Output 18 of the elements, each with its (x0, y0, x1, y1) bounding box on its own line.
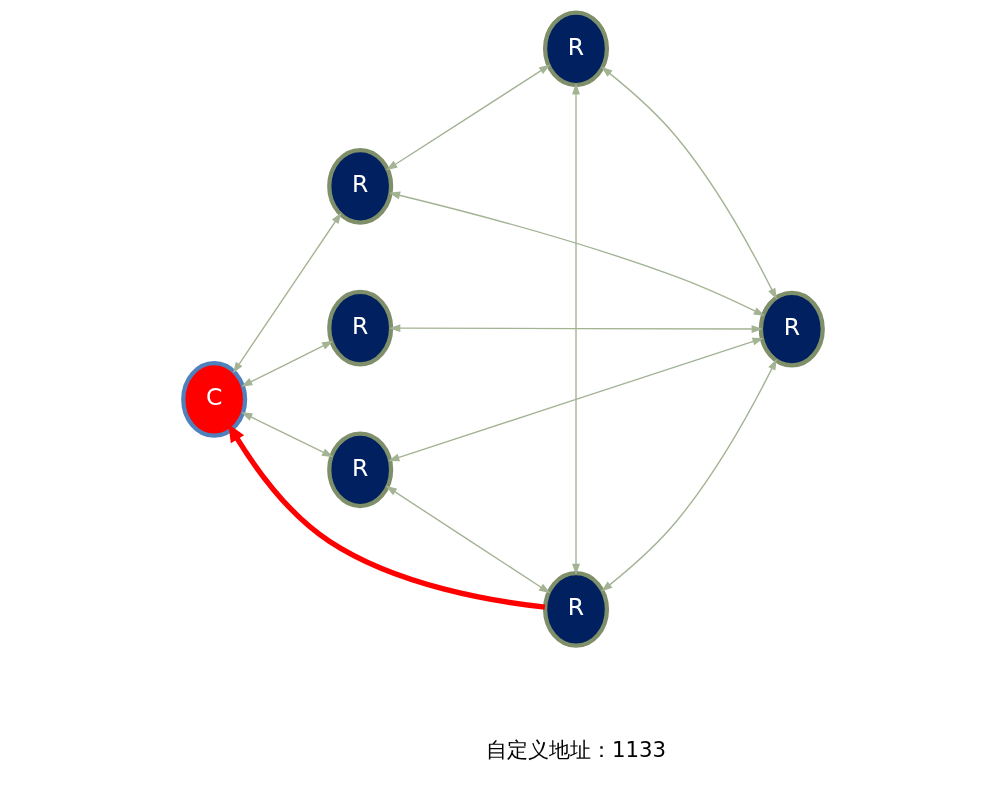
node-ellipse: R (542, 10, 610, 88)
arrow (386, 64, 551, 171)
arrow (389, 324, 763, 333)
node-ellipse: R (542, 571, 610, 648)
arrow (385, 485, 551, 594)
arrow (241, 412, 334, 458)
arrow (388, 337, 764, 462)
arrow (241, 340, 334, 387)
arrow (228, 423, 546, 610)
arrow (388, 191, 766, 316)
node-ellipse: R (327, 289, 394, 367)
arrow (601, 358, 777, 592)
arrow (572, 83, 580, 576)
node-ellipse: R (758, 290, 825, 368)
node-ellipse: R (327, 431, 394, 509)
label: 自定义地址：1133 (485, 736, 667, 762)
arrow (601, 66, 777, 300)
arrow (232, 212, 342, 374)
